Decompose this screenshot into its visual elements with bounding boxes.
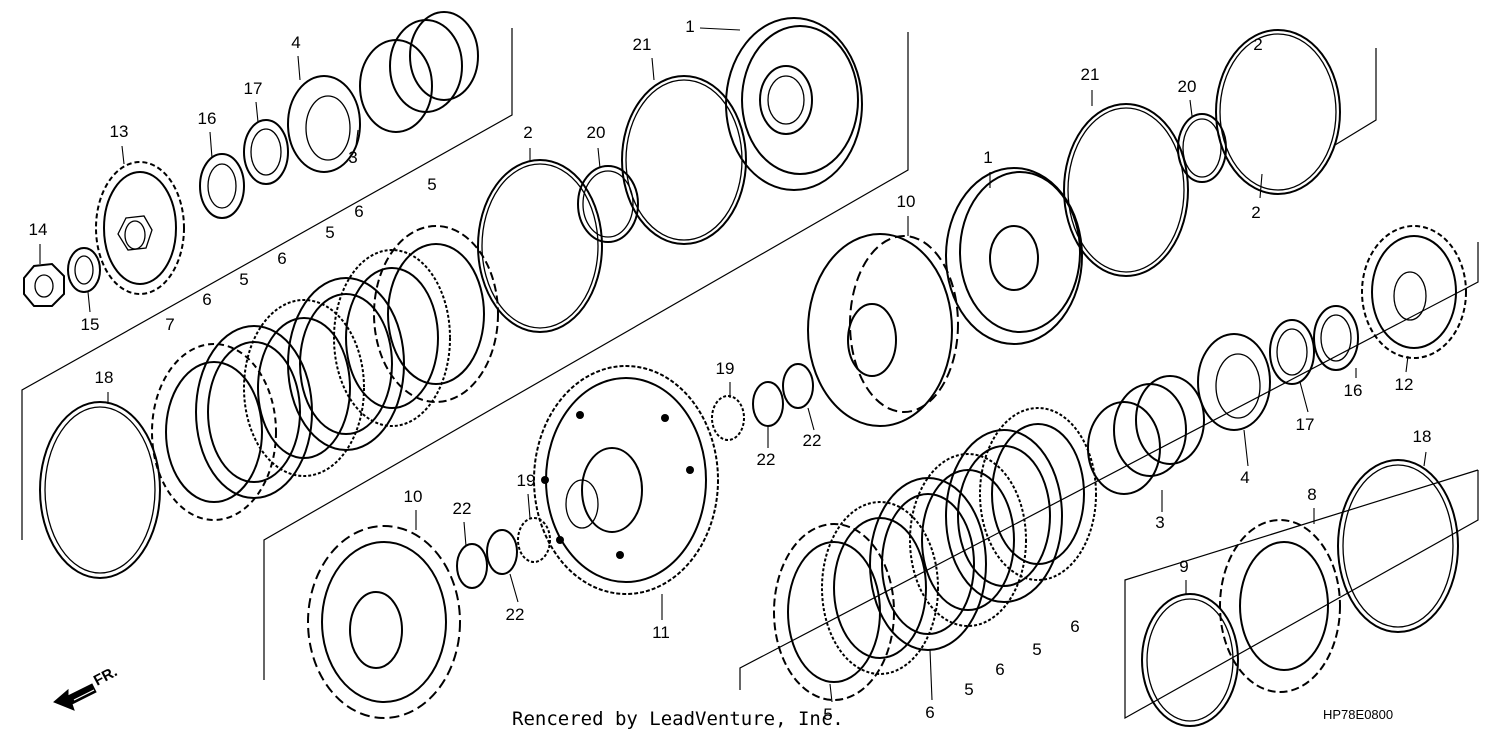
callout-2: 2 [523, 123, 532, 142]
leader-lines [39, 27, 1427, 703]
part-13-gear [95, 161, 185, 295]
callout-1: 1 [983, 148, 992, 167]
part-2-ring-right [1215, 29, 1341, 195]
callout-17: 17 [1296, 415, 1315, 434]
part-8-end-plate [1219, 519, 1341, 693]
callout-3: 3 [1155, 513, 1164, 532]
callout-19: 19 [716, 359, 735, 378]
part-17-snap-ring [243, 119, 289, 185]
callout-5: 5 [239, 270, 248, 289]
callout-5: 5 [325, 223, 334, 242]
callout-1: 1 [685, 17, 694, 36]
callout-8: 8 [1307, 485, 1316, 504]
front-arrow-label: FR. [91, 663, 120, 689]
part-19-bearing-lower [517, 517, 551, 563]
section-frame-upper-right [739, 48, 1479, 690]
part-15-washer [67, 247, 101, 293]
part-14-nut [23, 262, 65, 307]
front-direction-arrow: FR. [53, 663, 120, 711]
callout-13: 13 [110, 122, 129, 141]
callout-6: 6 [925, 703, 934, 722]
callout-16: 16 [198, 109, 217, 128]
callout-2: 2 [1251, 203, 1260, 222]
callout-4: 4 [1240, 468, 1249, 487]
section-frame-lower-right [1124, 469, 1479, 720]
callout-22: 22 [453, 499, 472, 518]
part-4-thrust-plate [287, 75, 361, 173]
part-2-ring-center [477, 159, 603, 333]
part-1-piston-center [725, 17, 863, 191]
callout-14: 14 [29, 220, 48, 239]
callout-22: 22 [506, 605, 525, 624]
callout-21: 21 [1081, 65, 1100, 84]
part-12-gear [1361, 225, 1467, 359]
callout-22: 22 [803, 431, 822, 450]
part-17-snap-ring-right [1269, 319, 1315, 385]
callout-9: 9 [1179, 557, 1188, 576]
callout-22: 22 [757, 450, 776, 469]
section-frame-upper-center [263, 32, 909, 680]
callout-3: 3 [348, 148, 357, 167]
callout-4: 4 [291, 33, 300, 52]
callout-18: 18 [95, 368, 114, 387]
callout-16: 16 [1344, 381, 1363, 400]
callout-6: 6 [277, 249, 286, 268]
clutch-pack-left [151, 225, 499, 521]
callout-17: 17 [244, 79, 263, 98]
part-21-ring-right [1063, 103, 1189, 277]
part-1-piston-right [945, 167, 1083, 345]
diagram-code: HP78E0800 [1323, 707, 1394, 722]
callout-2: 2 [1253, 35, 1262, 54]
callout-21: 21 [633, 35, 652, 54]
callout-6: 6 [354, 202, 363, 221]
part-11-gear-hub [533, 365, 719, 595]
part-10-drum-upper [807, 233, 959, 427]
callout-20: 20 [587, 123, 606, 142]
part-18-snap-ring-left [39, 401, 161, 579]
part-3-seal-rings [359, 11, 479, 133]
part-20-ring-right [1177, 113, 1227, 183]
part-18-snap-ring-right [1337, 459, 1459, 633]
callout-6: 6 [202, 290, 211, 309]
callout-12: 12 [1395, 375, 1414, 394]
callout-5: 5 [1032, 640, 1041, 659]
part-19-bearing-upper [711, 395, 745, 441]
rendered-by-footer: Rencered by LeadVenture, Inc. [512, 708, 844, 730]
callout-10: 10 [404, 487, 423, 506]
part-9-snap-ring [1141, 593, 1239, 727]
callout-5: 5 [964, 680, 973, 699]
callout-15: 15 [81, 315, 100, 334]
callout-6: 6 [995, 660, 1004, 679]
part-16-ring [199, 153, 245, 219]
callout-6: 6 [1070, 617, 1079, 636]
part-3-seal-rings-right [1087, 375, 1205, 495]
section-frame-upper-left [21, 28, 513, 540]
clutch-pack-right [773, 407, 1097, 701]
part-10-drum-lower [307, 525, 461, 719]
part-20-ring-center [577, 165, 639, 243]
callout-5: 5 [823, 705, 832, 724]
part-21-ring-center [621, 75, 747, 245]
callout-20: 20 [1178, 77, 1197, 96]
callout-18: 18 [1413, 427, 1432, 446]
callout-11: 11 [652, 623, 670, 642]
part-22-washers [456, 363, 814, 589]
callout-10: 10 [897, 192, 916, 211]
part-16-ring-right [1313, 305, 1359, 371]
part-4-thrust-plate-right [1197, 333, 1271, 431]
callout-19: 19 [517, 471, 536, 490]
callout-5: 5 [427, 175, 436, 194]
callout-7: 7 [165, 315, 174, 334]
